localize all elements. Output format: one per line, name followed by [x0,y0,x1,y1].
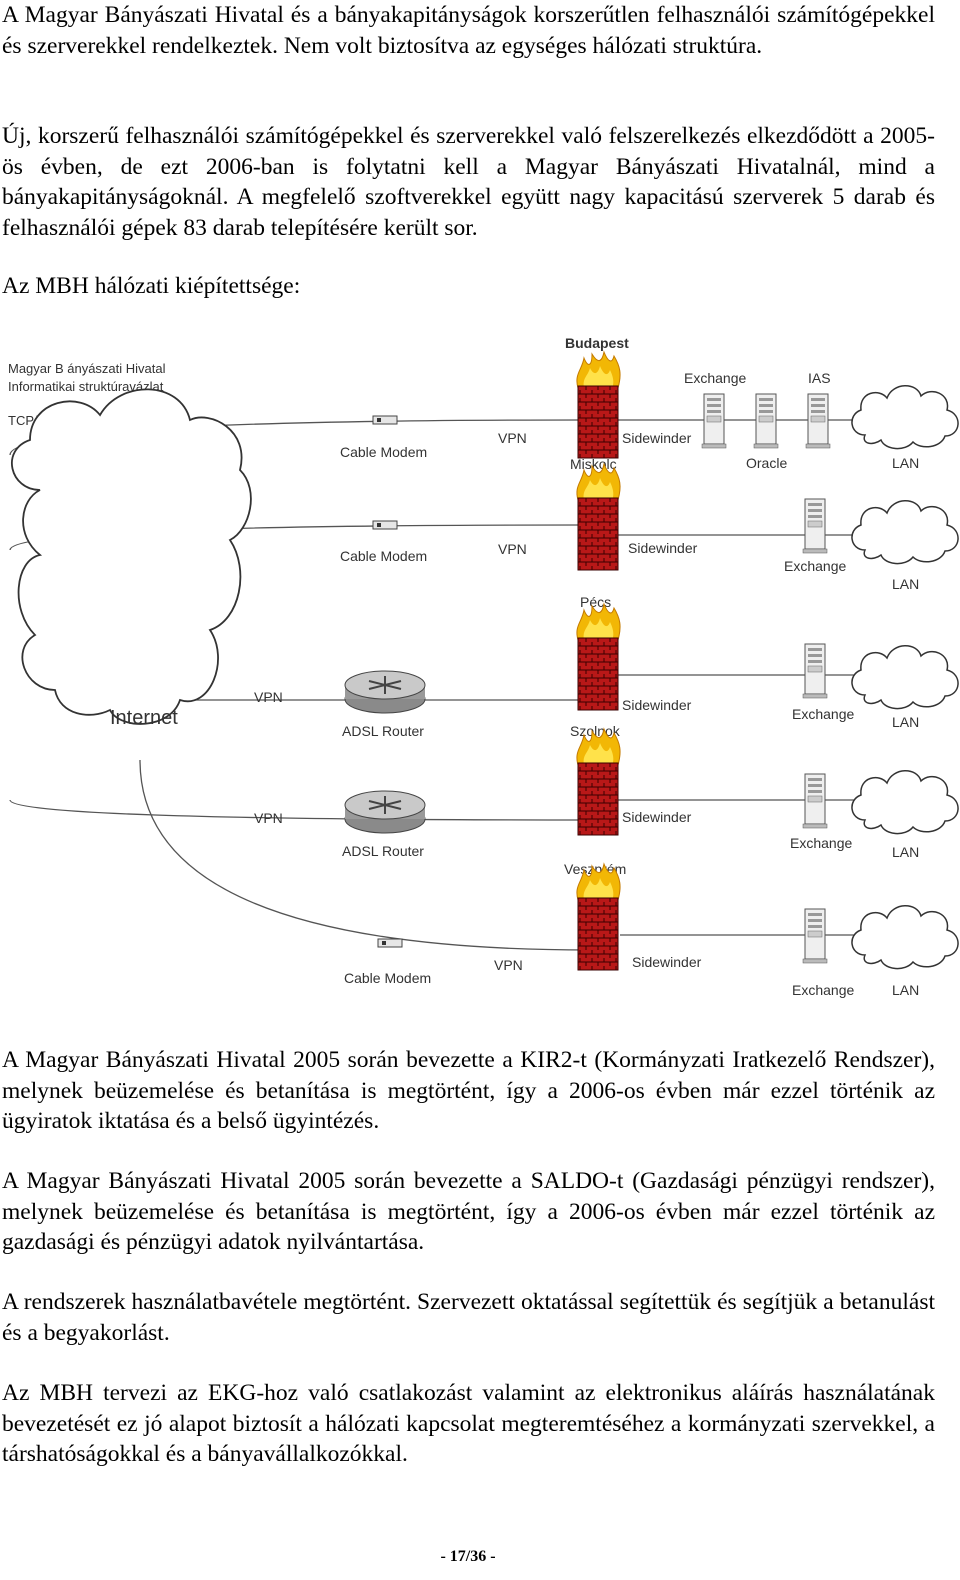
exchange-label: Exchange [792,982,854,998]
modem-icon [377,938,403,948]
ias-label: IAS [808,370,831,386]
device-label: Cable Modem [340,444,427,460]
firewall-icon [576,603,621,711]
lan-cloud-icon [851,384,959,450]
server-icon [802,643,828,699]
firewall-icon [576,463,621,571]
lan-cloud-icon [851,644,959,710]
device-label: Cable Modem [340,548,427,564]
vpn-label: VPN [254,689,283,705]
firewall-label: Sidewinder [628,540,698,556]
oracle-label: Oracle [746,455,787,471]
firewall-label: Sidewinder [622,809,692,825]
vpn-label: VPN [254,810,283,826]
server-icon [753,393,779,449]
firewall-icon [576,351,621,459]
network-diagram: Magyar B ányászati Hivatal Informatikai … [8,335,959,998]
paragraph-kir2: A Magyar Bányászati Hivatal 2005 során b… [2,1047,935,1134]
vpn-label: VPN [498,541,527,557]
firewall-icon [576,728,621,836]
paragraph-saldo: A Magyar Bányászati Hivatal 2005 során b… [2,1168,935,1255]
lan-cloud-icon [851,499,959,565]
vpn-label: VPN [498,430,527,446]
paragraph-ekg: Az MBH tervezi az EKG-hoz való csatlakoz… [2,1380,935,1467]
firewall-label: Sidewinder [632,954,702,970]
diagram-title-line2: Informatikai struktúravázlat [8,379,164,394]
connection-lines [9,419,870,951]
server-icon [802,498,828,554]
page-number: - 17/36 - [440,1548,496,1565]
exchange-label: Exchange [784,558,846,574]
lan-cloud-icon [851,769,959,835]
server-icon [805,393,831,449]
server-icon [802,773,828,829]
exchange-label: Exchange [684,370,746,386]
device-label: ADSL Router [342,723,424,739]
firewall-label: Sidewinder [622,697,692,713]
paragraph-intro: A Magyar Bányászati Hivatal és a bányaka… [2,2,935,59]
exchange-label: Exchange [792,706,854,722]
internet-cloud [11,388,252,725]
device-label: ADSL Router [342,843,424,859]
modem-icon [372,415,398,425]
paragraph-equipment: Új, korszerű felhasználói számítógépekke… [2,123,935,241]
server-icon [802,908,828,964]
paragraph-usage: A rendszerek használatbavétele megtörtén… [2,1289,935,1346]
site-name-pecs: Pécs [580,594,611,610]
router-icon [344,790,426,834]
lan-label: LAN [892,982,919,998]
site-name-budapest: Budapest [565,335,629,351]
router-icon [344,670,426,714]
site-name-szolnok: Szolnok [570,723,621,739]
lan-label: LAN [892,576,919,592]
lan-label: LAN [892,714,919,730]
firewall-label: Sidewinder [622,430,692,446]
device-label: Cable Modem [344,970,431,986]
lan-cloud-icon [851,904,959,970]
exchange-label: Exchange [790,835,852,851]
vpn-label: VPN [494,957,523,973]
server-icon [701,393,727,449]
diagram-title-line1: Magyar B ányászati Hivatal [8,361,166,376]
paragraph-network-heading: Az MBH hálózati kiépítettsége: [2,273,301,299]
lan-label: LAN [892,844,919,860]
lan-label: LAN [892,455,919,471]
firewall-icon [576,863,621,971]
internet-label: Internet [110,707,178,729]
modem-icon [372,520,398,530]
